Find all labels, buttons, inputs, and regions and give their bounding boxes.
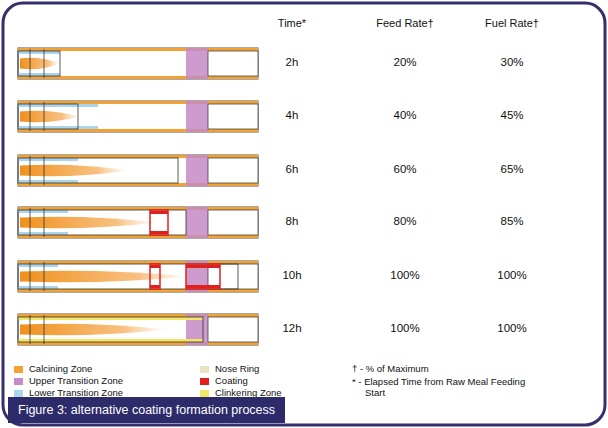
table-cell: 100% (390, 269, 419, 282)
kiln-row (18, 314, 258, 345)
table-cell: 45% (500, 109, 523, 122)
table-cell: 60% (393, 163, 416, 176)
kiln-row (18, 48, 258, 79)
legend-swatch (14, 366, 23, 373)
kiln-row (18, 207, 258, 238)
legend-swatch (200, 366, 209, 373)
table-cell: 6h (286, 163, 299, 176)
table-cell: 20% (393, 56, 416, 69)
column-header: Fuel Rate† (485, 17, 539, 30)
figure-caption: Figure 3: alternative coating formation … (8, 397, 285, 423)
table-cell: 85% (500, 215, 523, 228)
outer-frame (3, 3, 605, 425)
table-cell: 100% (390, 322, 419, 335)
kiln-rows (18, 48, 258, 345)
table-cell: 65% (500, 163, 523, 176)
table-cell: 2h (286, 56, 299, 69)
legend-swatch (200, 390, 209, 397)
legend-label: Upper Transition Zone (29, 376, 123, 386)
table-cell: 10h (282, 269, 301, 282)
table-cell: 40% (393, 109, 416, 122)
legend-swatch (200, 378, 209, 385)
legend-label: Coating (215, 376, 248, 386)
legend-label: Nose Ring (215, 364, 259, 374)
table-cell: 100% (497, 269, 526, 282)
table-cell: 100% (497, 322, 526, 335)
table-cell: 4h (286, 109, 299, 122)
column-header: Feed Rate† (376, 17, 433, 30)
table-cell: 80% (393, 215, 416, 228)
table-cell: 8h (286, 215, 299, 228)
kiln-row (18, 101, 258, 132)
kiln-row (18, 155, 258, 186)
table-cell: 30% (500, 56, 523, 69)
footnote: * - Elapsed Time from Raw Meal Feeding S… (352, 377, 535, 399)
kiln-row (18, 261, 258, 292)
legend-swatch (14, 390, 23, 397)
footnote: † - % of Maximum (352, 364, 535, 375)
legend-label: Calcining Zone (29, 364, 92, 374)
table-cell: 12h (282, 322, 301, 335)
column-header: Time* (278, 17, 306, 30)
legend-swatch (14, 378, 23, 385)
